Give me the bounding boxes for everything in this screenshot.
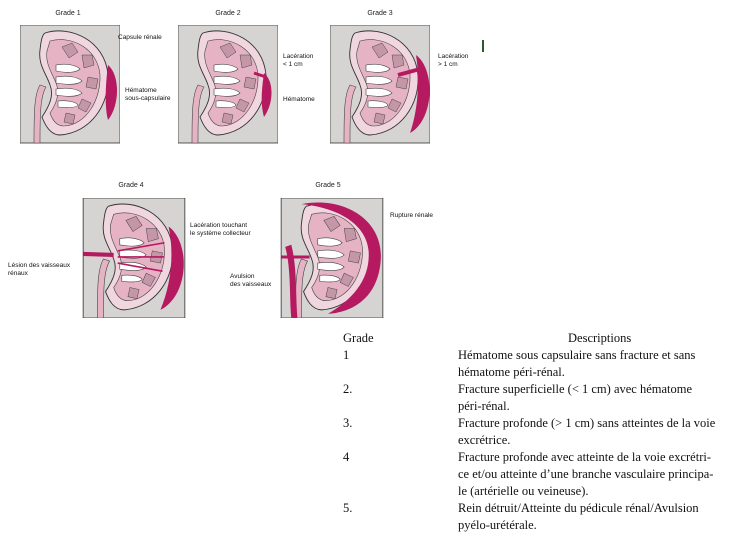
figure-title: Grade 1 — [55, 10, 81, 17]
description-cell: Rein détruit/Atteinte du pédicule rénal/… — [458, 500, 743, 534]
figure-title: Grade 4 — [118, 182, 144, 189]
description-line: Fracture superficielle (< 1 cm) avec hém… — [458, 382, 693, 396]
grade-cell: 3. — [343, 416, 353, 430]
description-line: pyélo-urétérale. — [458, 518, 537, 532]
description-line: Fracture profonde (> 1 cm) sans atteinte… — [458, 416, 716, 430]
description-cell: Fracture profonde avec atteinte de la vo… — [458, 449, 743, 500]
grade-description-table: Grade Descriptions 1 Hématome sous capsul… — [343, 331, 743, 534]
grade-cell: 5. — [343, 501, 353, 515]
column-header-grade: Grade — [343, 331, 374, 345]
kidney-grade3-illustration — [330, 25, 430, 144]
table-row: 2. Fracture superficielle (< 1 cm) avec h… — [343, 381, 743, 415]
figure-label: Rupture rénale — [390, 212, 433, 219]
figure-label: Capsule rénale — [118, 34, 162, 41]
description-line: Rein détruit/Atteinte du pédicule rénal/… — [458, 501, 699, 515]
description-line: hématome péri-rénal. — [458, 365, 565, 379]
description-line: Fracture profonde avec atteinte de la vo… — [458, 450, 711, 464]
table-row: 3. Fracture profonde (> 1 cm) sans attein… — [343, 415, 743, 449]
description-cell: Fracture profonde (> 1 cm) sans atteinte… — [458, 415, 743, 449]
figure-label: Lacération touchant le système collecteu… — [190, 222, 251, 237]
grade-cell: 4 — [343, 450, 350, 464]
description-line: ce et/ou atteinte d’une branche vasculai… — [458, 467, 714, 481]
kidney-grade5-illustration — [280, 198, 384, 318]
table-row: 4 Fracture profonde avec atteinte de la v… — [343, 449, 743, 500]
description-line: excrétrice. — [458, 433, 511, 447]
description-cell: Hématome sous capsulaire sans fracture e… — [458, 347, 743, 381]
kidney-grade4-illustration — [82, 198, 186, 318]
figure-title: Grade 3 — [367, 10, 393, 17]
figure-title: Grade 5 — [315, 182, 341, 189]
grade-cell: 2. — [343, 382, 353, 396]
description-cell: Fracture superficielle (< 1 cm) avec hém… — [458, 381, 743, 415]
text-cursor — [482, 40, 484, 52]
grade-cell: 1 — [343, 348, 350, 362]
description-line: le (artérielle ou veineuse). — [458, 484, 589, 498]
figure-label: Lésion des vaisseaux rénaux — [8, 262, 71, 277]
description-line: Hématome sous capsulaire sans fracture e… — [458, 348, 696, 362]
figure-title: Grade 2 — [215, 10, 241, 17]
figure-label: Hématome sous-capsulaire — [125, 87, 171, 102]
table-row: 5. Rein détruit/Atteinte du pédicule réna… — [343, 500, 743, 534]
table-row: 1 Hématome sous capsulaire sans fracture … — [343, 347, 743, 381]
description-line: péri-rénal. — [458, 399, 510, 413]
figure-label: Avulsion des vaisseaux — [230, 273, 272, 288]
figure-label: Lacération > 1 cm — [438, 53, 469, 68]
figure-label: Hématome — [283, 96, 315, 103]
kidney-grade2-illustration — [178, 25, 278, 144]
figure-label: Lacération < 1 cm — [283, 53, 314, 68]
kidney-grade1-illustration — [20, 25, 120, 144]
column-header-descriptions: Descriptions — [568, 331, 632, 345]
